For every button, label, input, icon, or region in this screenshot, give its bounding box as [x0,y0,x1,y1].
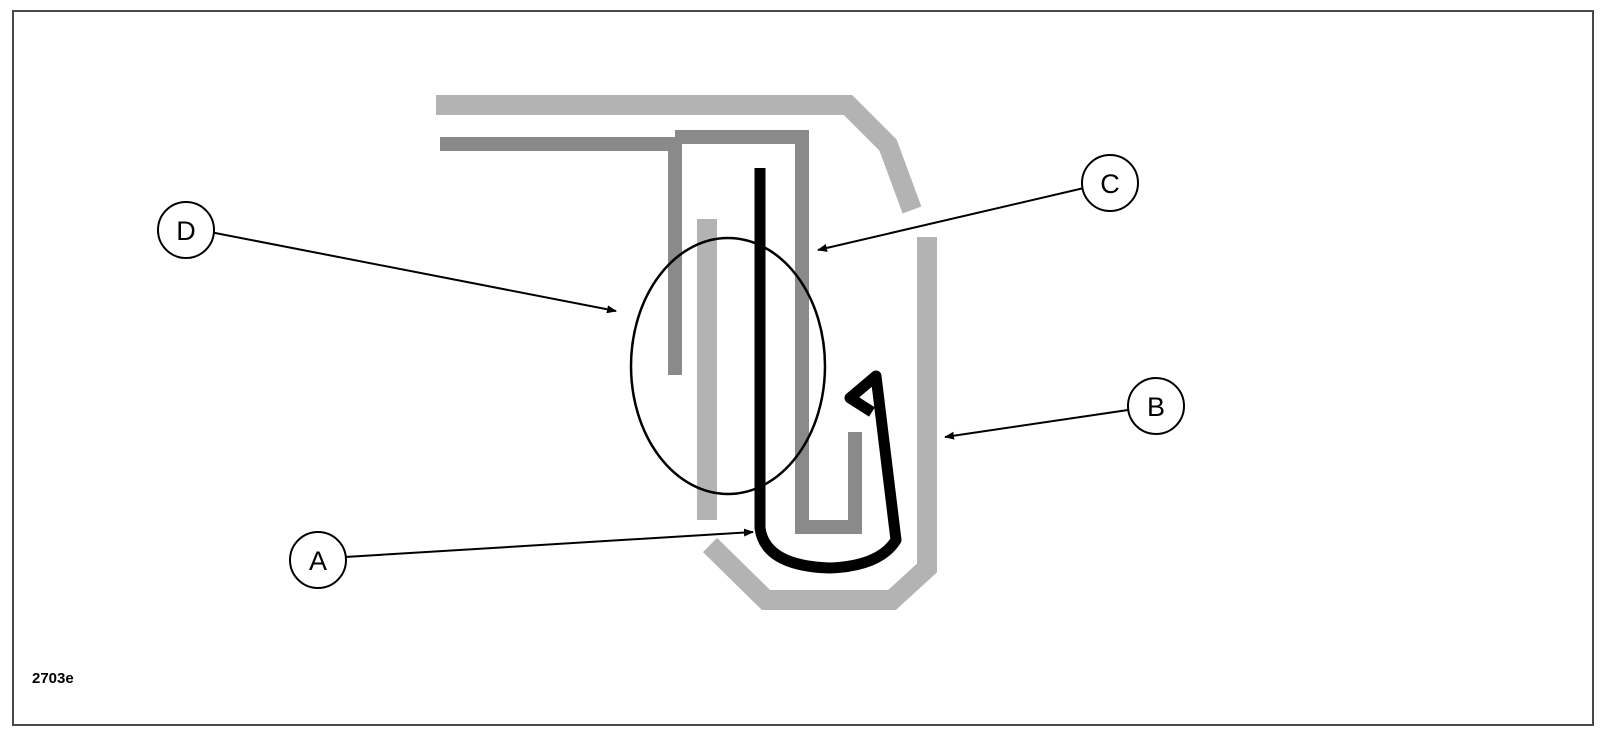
leader-line-b [944,409,1129,440]
callout-c: C [1081,154,1139,212]
outer-profile-top [436,95,922,214]
spring-clip [754,168,902,574]
figure-frame [12,10,1594,726]
callout-d: D [157,201,215,259]
outer-profile [436,95,937,610]
outer-profile-outer-wall [702,237,937,610]
callout-b: B [1127,377,1185,435]
callout-a-label: A [309,546,327,576]
inner-profile-body [440,130,862,534]
callout-d-label: D [176,216,196,246]
leader-line-a [344,528,754,558]
leader-line-d [209,231,617,314]
callout-a: A [289,531,347,589]
detail-ellipse [629,236,827,496]
figure-reference-code: 2703e [32,670,74,687]
leader-line-c [817,187,1085,252]
inner-profile [440,130,862,534]
callout-b-label: B [1147,392,1165,422]
callout-c-label: C [1100,169,1120,199]
